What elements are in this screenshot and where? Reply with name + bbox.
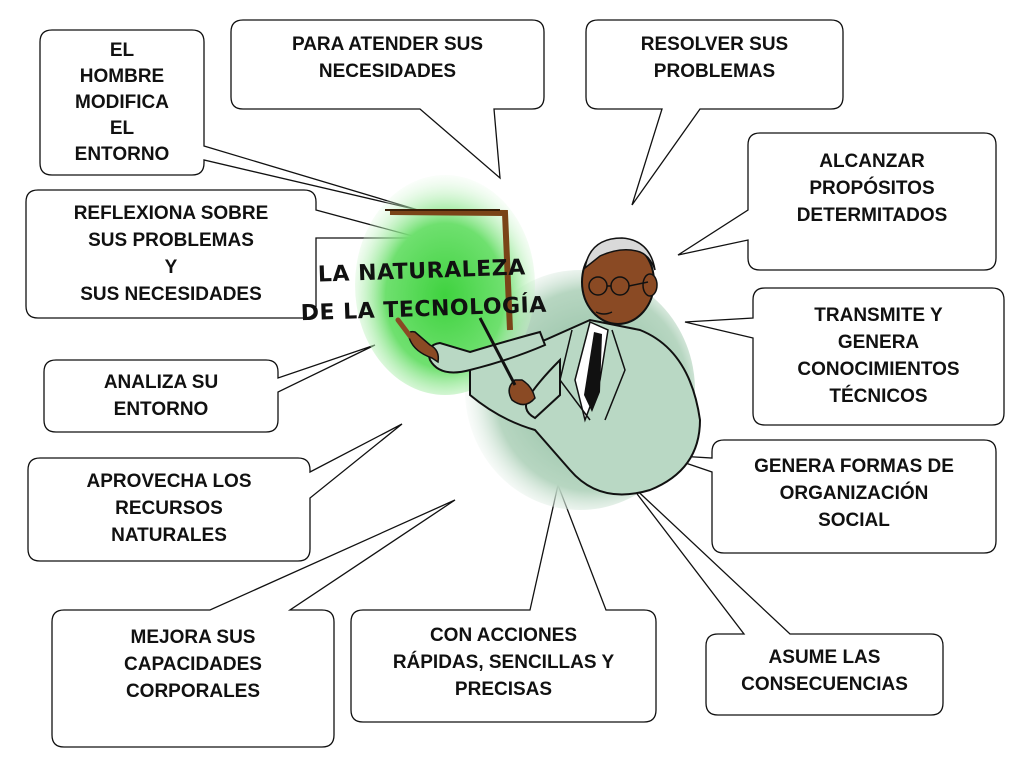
board-frame (389, 209, 513, 331)
bubble-asume-shape (627, 481, 944, 716)
bubble-alcanzar-shape (677, 132, 997, 271)
bubble-asume: ASUME LAS CONSECUENCIAS (741, 647, 908, 695)
bubble-resolver-shape (585, 19, 844, 206)
bubble-resolver: RESOLVER SUS PROBLEMAS (640, 34, 789, 82)
bubble-reflexiona-shape (25, 189, 421, 319)
bubble-genera-formas: GENERA FORMAS DE ORGANIZACIÓN SOCIAL (754, 455, 954, 531)
bubble-el-hombre: EL HOMBRE MODIFICA EL ENTORNO (74, 40, 170, 165)
bubble-aprovecha: APROVECHA LOS RECURSOS NATURALES (86, 470, 252, 546)
bubble-transmite: TRANSMITE Y GENERA CONOCIMIENTOS TÉCNICO… (797, 305, 960, 407)
bubble-alcanzar: ALCANZAR PROPÓSITOS DETERMITADOS (796, 150, 948, 226)
bubble-para-atender-shape (230, 19, 545, 180)
bubble-el-hombre-shape (39, 29, 419, 211)
pointer-stick (478, 317, 517, 386)
bubble-aprovecha-shape (27, 423, 403, 562)
bubble-mejora-shape (51, 499, 456, 748)
bubble-mejora: MEJORA SUS CAPACIDADES CORPORALES (124, 626, 262, 702)
bubble-genera-formas-shape (661, 439, 997, 554)
bubble-reflexiona: REFLEXIONA SOBRE SUS PROBLEMAS Y SUS NEC… (73, 203, 269, 305)
bubble-con-acciones-shape (350, 482, 657, 723)
tie (584, 332, 602, 412)
bubble-analiza: ANALIZA SU ENTORNO (103, 372, 219, 420)
bubble-transmite-shape (684, 287, 1005, 426)
bubble-con-acciones: CON ACCIONES RÁPIDAS, SENCILLAS Y PRECIS… (392, 624, 615, 700)
teacher-illustration (355, 175, 702, 510)
bubble-analiza-shape (43, 344, 376, 433)
bubble-para-atender: PARA ATENDER SUS NECESIDADES (291, 34, 484, 82)
